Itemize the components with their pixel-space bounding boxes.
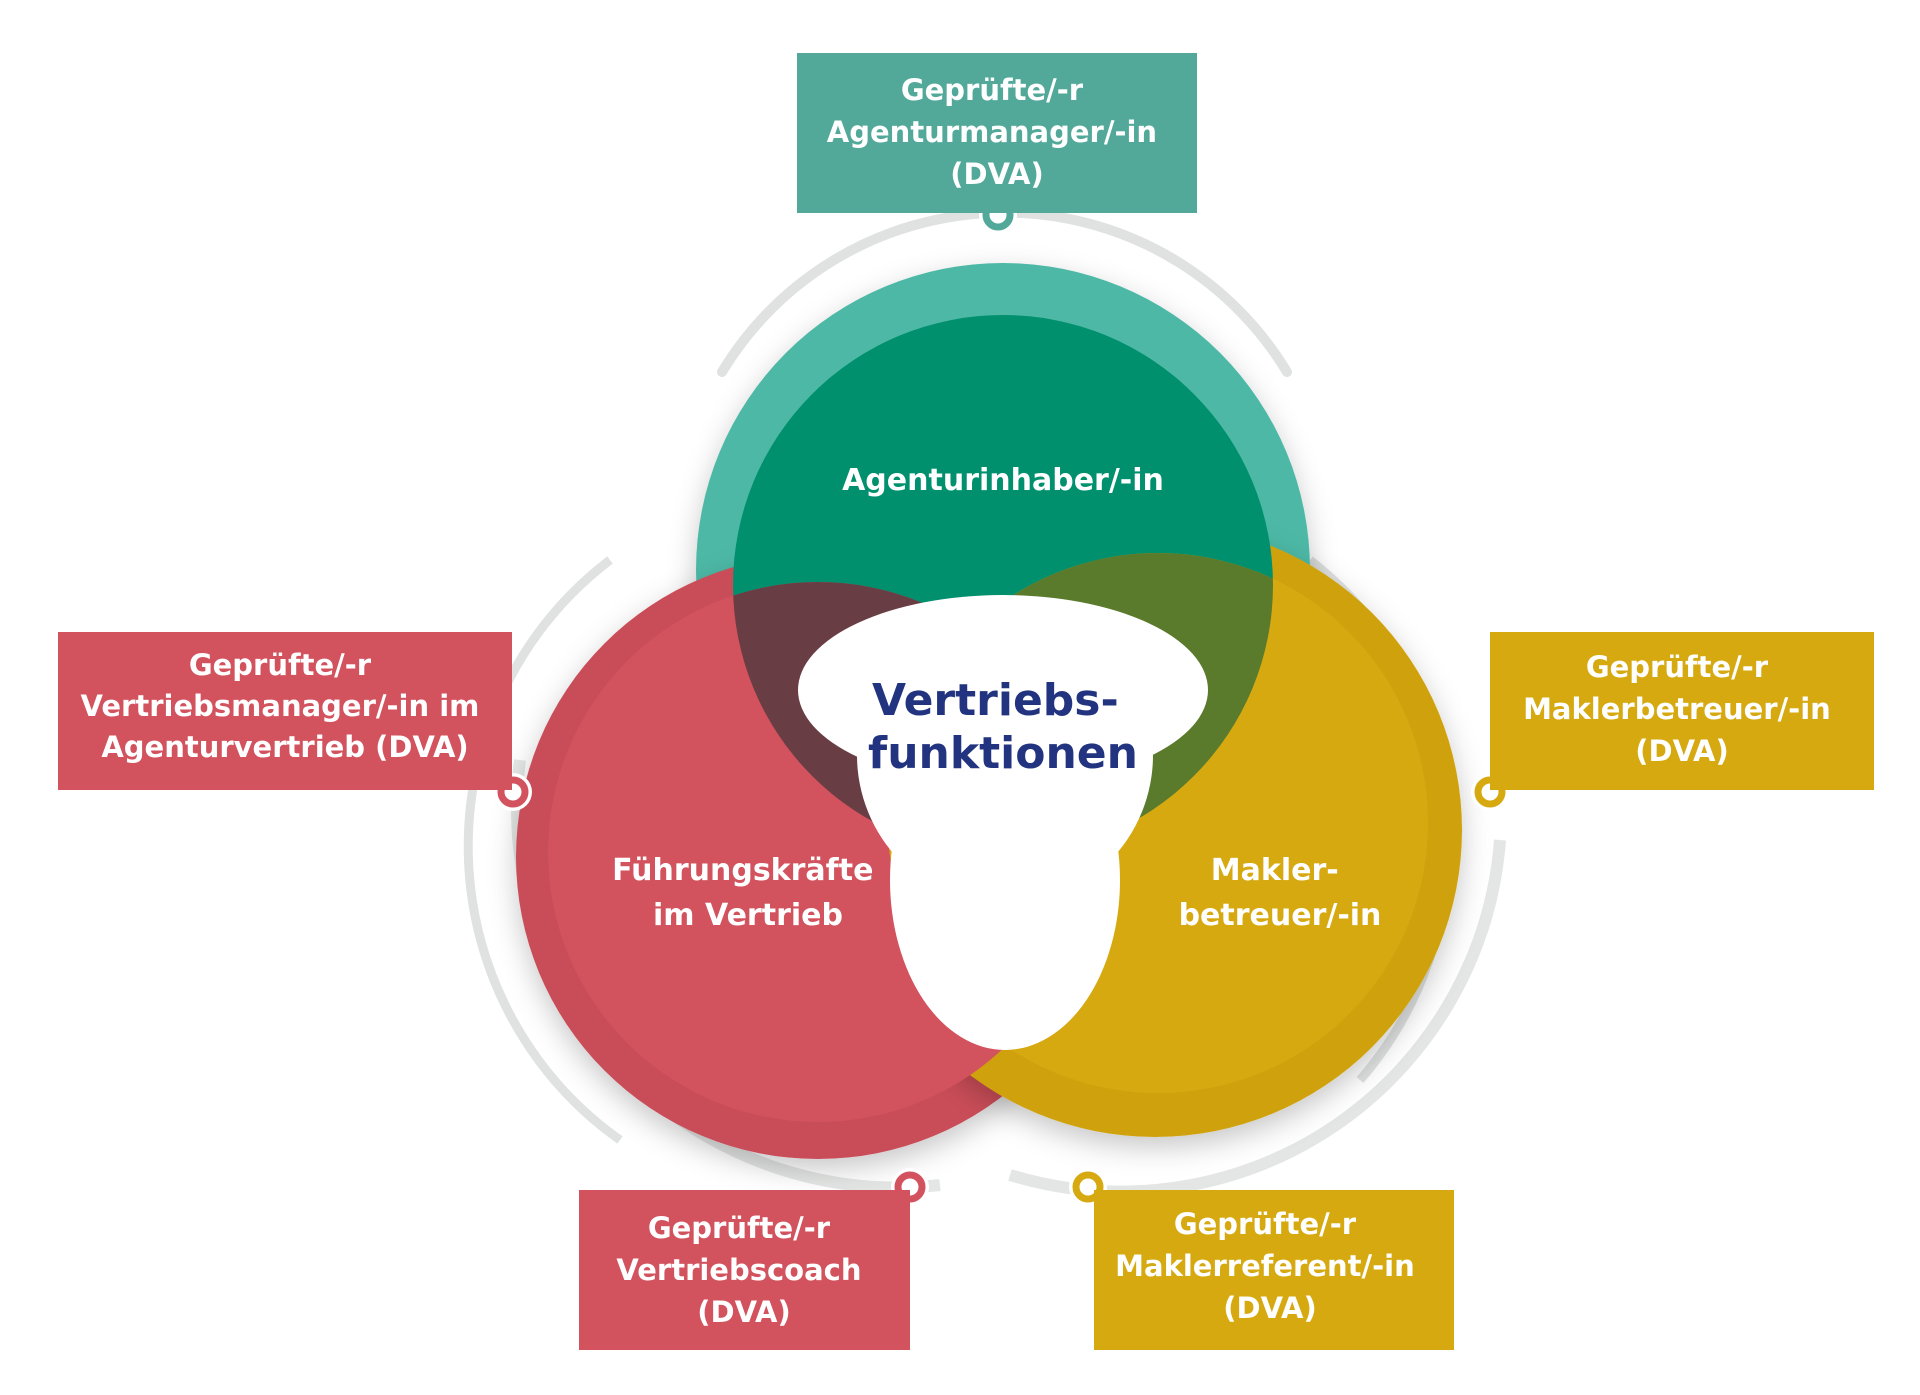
box-bottom-left: Geprüfte/-r Vertriebscoach (DVA) [579,1190,910,1350]
box-left: Geprüfte/-r Vertriebsmanager/-in im Agen… [58,632,512,790]
box-right: Geprüfte/-r Maklerbetreuer/-in (DVA) [1490,632,1874,790]
svg-text:Geprüfte/-r Agenturmanag: Geprüfte/-r Agenturmanager/-in (DVA) [827,73,1167,191]
outer-ring-left [463,556,623,1144]
center-region [798,595,1208,1050]
center-title: Vertriebs- funktionen [868,675,1138,779]
svg-text:Geprüfte/-r Vertriebscoa: Geprüfte/-r Vertriebscoach (DVA) [616,1211,871,1329]
circle-label-left: Führungskräfte im Vertrieb [612,853,884,933]
svg-text:Geprüfte/-r Vertriebsman: Geprüfte/-r Vertriebsmanager/-in im Agen… [81,648,490,764]
svg-text:Geprüfte/-r Maklerbetreu: Geprüfte/-r Maklerbetreuer/-in (DVA) [1523,650,1841,768]
circle-label-top: Agenturinhaber/-in [842,463,1164,498]
circle-label-right: Makler- betreuer/-in [1179,853,1382,933]
svg-text:Geprüfte/-r Maklerrefere: Geprüfte/-r Maklerreferent/-in (DVA) [1115,1207,1425,1325]
box-top: Geprüfte/-r Agenturmanager/-in (DVA) [797,53,1197,213]
box-bottom-right: Geprüfte/-r Maklerreferent/-in (DVA) [1094,1190,1454,1350]
